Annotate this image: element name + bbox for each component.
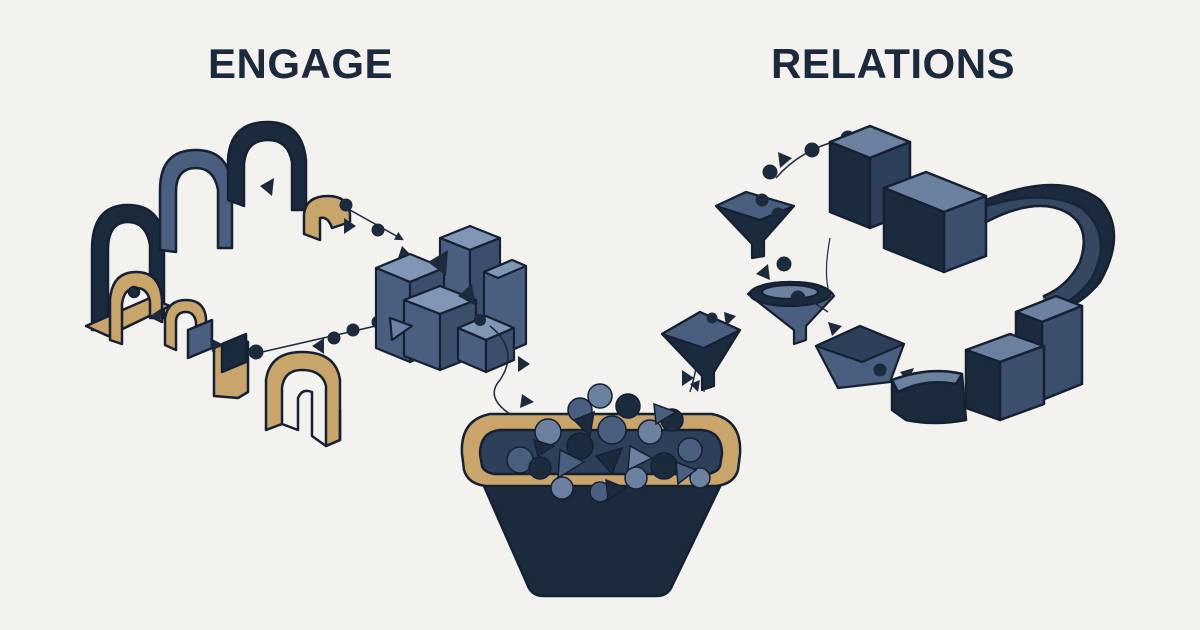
- bin-connectors: [489, 325, 701, 421]
- bin-contents: [506, 383, 711, 503]
- engage-heading: ENGAGE: [208, 40, 394, 87]
- relations-heading: RELATIONS: [771, 40, 1016, 87]
- curved-track-icon: [828, 124, 1116, 425]
- arches-icon: [84, 120, 352, 448]
- cube-cluster-icon: [374, 224, 528, 374]
